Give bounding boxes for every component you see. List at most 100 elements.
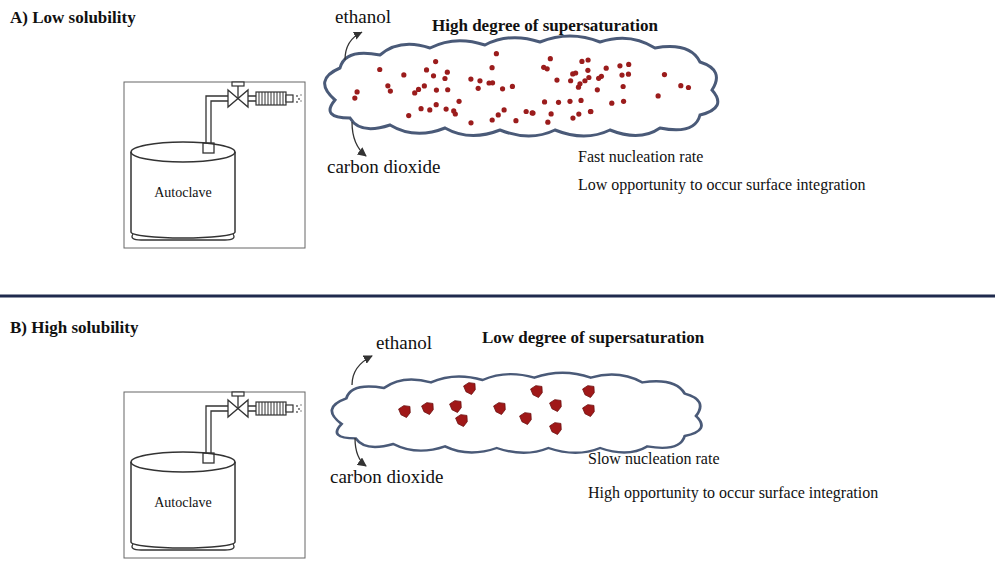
cylinder-top — [131, 142, 235, 162]
particle-dot — [418, 106, 423, 111]
particle-dot — [433, 59, 438, 64]
autoclave-apparatus — [124, 82, 305, 248]
cylinder-stand — [132, 234, 234, 240]
particle-dot — [554, 77, 559, 82]
particle-dot — [424, 67, 429, 72]
particle-crystal — [464, 383, 476, 395]
particle-dot — [496, 112, 501, 117]
particle-crystal — [550, 400, 562, 412]
particle-dot — [385, 83, 390, 88]
autoclave-apparatus — [124, 392, 305, 558]
particle-dot — [476, 86, 481, 91]
particle-dot — [524, 109, 529, 114]
particle-crystal — [456, 415, 468, 427]
particle-crystal — [450, 401, 462, 413]
particle-dot — [468, 120, 473, 125]
particle-dot — [445, 87, 450, 92]
particle-dot — [626, 62, 631, 67]
release-arrow — [352, 356, 372, 385]
particle-dot — [434, 87, 439, 92]
autoclave-vessel: Autoclave — [128, 450, 238, 552]
particle-crystal — [520, 413, 532, 425]
particle-dot — [588, 109, 593, 114]
annotation: Low opportunity to occur surface integra… — [578, 176, 865, 194]
particle-dot — [494, 51, 499, 56]
particle-dot — [686, 85, 691, 90]
particle-dot — [510, 84, 515, 89]
particle-dot — [621, 84, 626, 89]
particle-dot — [626, 72, 631, 77]
particle-dot — [568, 78, 573, 83]
particle-dot — [662, 72, 667, 77]
particle-dot — [570, 116, 575, 121]
particle-dot — [501, 107, 506, 112]
particle-dot — [427, 107, 432, 112]
particle-crystal — [494, 403, 506, 415]
particle-crystal — [531, 386, 543, 398]
panel-divider — [0, 295, 995, 298]
particle-dot — [617, 63, 622, 68]
particle-dot — [573, 70, 578, 75]
particle-dot — [619, 72, 624, 77]
particle-dot — [567, 99, 572, 104]
particle-dot — [577, 81, 582, 86]
particle-dot — [549, 111, 554, 116]
annotation: ethanol — [376, 332, 432, 354]
particle-dot — [585, 68, 590, 73]
particle-dot — [412, 90, 417, 95]
particle-dot — [621, 99, 626, 104]
particle-crystal — [422, 403, 434, 415]
vessel-label: Autoclave — [128, 185, 238, 201]
particle-dot — [500, 86, 505, 91]
vapor-cloud — [332, 373, 702, 453]
particle-dot — [530, 110, 535, 115]
vapor-cloud — [325, 36, 718, 136]
particle-dot — [468, 77, 473, 82]
particle-crystal — [399, 406, 411, 418]
particle-dot — [406, 113, 411, 118]
particle-dot — [486, 80, 491, 85]
particle-crystal — [550, 423, 562, 435]
cylinder-stand — [132, 544, 234, 550]
particle-dot — [477, 78, 482, 83]
panel-heading: B) High solubility — [10, 318, 138, 338]
annotation: carbon dioxide — [327, 156, 440, 178]
cylinder-top — [131, 452, 235, 472]
particle-dot — [579, 59, 584, 64]
particle-crystal — [583, 386, 595, 398]
large-particles — [399, 383, 595, 435]
particle-dot — [451, 108, 456, 113]
particle-dot — [431, 73, 436, 78]
annotation: Fast nucleation rate — [578, 148, 703, 166]
particle-dot — [456, 99, 461, 104]
autoclave-vessel: Autoclave — [128, 140, 238, 242]
particle-dot — [609, 101, 614, 106]
particle-dot — [442, 76, 447, 81]
particle-dot — [377, 67, 382, 72]
particle-crystal — [583, 405, 595, 417]
particle-dot — [445, 70, 450, 75]
panel-heading: Low degree of supersaturation — [482, 328, 704, 348]
particle-dot — [490, 117, 495, 122]
small-particles — [352, 51, 691, 125]
particle-dot — [556, 100, 561, 105]
particle-dot — [595, 87, 600, 92]
particle-dot — [596, 76, 601, 81]
particle-dot — [513, 118, 518, 123]
particle-dot — [530, 110, 535, 115]
particle-dot — [578, 98, 583, 103]
particle-dot — [541, 65, 546, 70]
annotation: High opportunity to occur surface integr… — [588, 484, 878, 502]
particle-dot — [434, 102, 439, 107]
particle-dot — [416, 87, 421, 92]
particle-dot — [548, 56, 553, 61]
vessel-label: Autoclave — [128, 495, 238, 511]
panel-heading: High degree of supersaturation — [432, 16, 658, 36]
release-arrow — [352, 122, 366, 156]
particle-dot — [545, 120, 550, 125]
particle-dot — [489, 65, 494, 70]
particle-dot — [576, 111, 581, 116]
particle-dot — [542, 99, 547, 104]
release-arrow — [345, 32, 362, 60]
